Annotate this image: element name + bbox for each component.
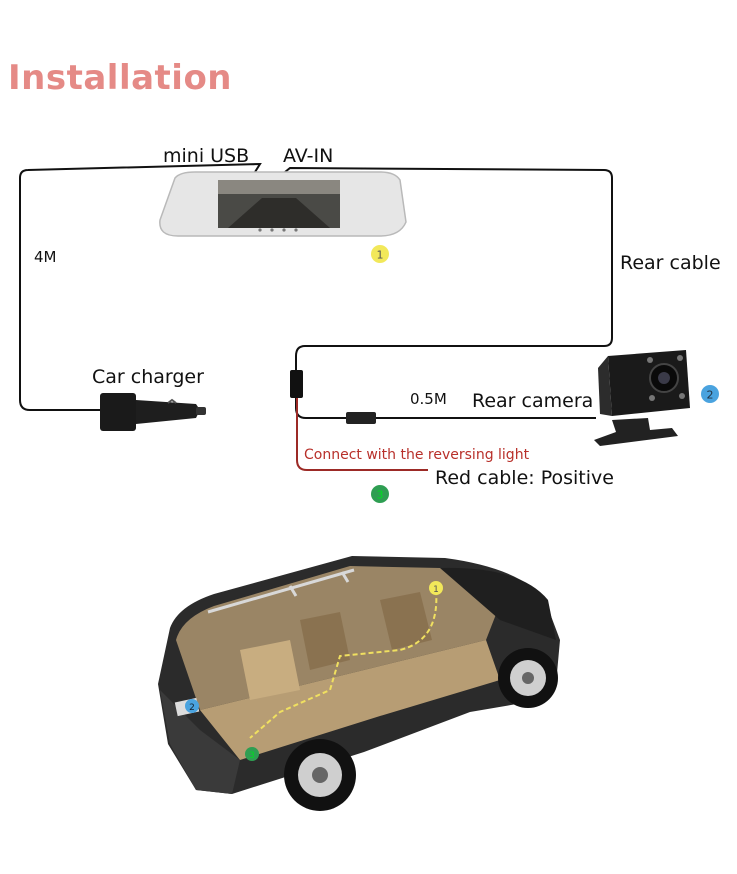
badge-1: 1 (371, 245, 389, 263)
car-charger-label: Car charger (92, 366, 204, 388)
av-in-label: AV-IN (283, 145, 333, 167)
reversing-light-label: Connect with the reversing light (304, 447, 529, 463)
mini-usb-label: mini USB (163, 145, 249, 167)
car-cutaway-icon: 1 2 3 (158, 556, 560, 811)
rearview-mirror-icon (160, 172, 406, 236)
half-m-label: 0.5M (410, 390, 447, 408)
car-charger-icon (100, 393, 206, 431)
badge-2: 2 (701, 385, 719, 403)
inline-connector (290, 370, 303, 398)
badge-3: 3 (371, 485, 389, 503)
cable-rear-lower (296, 396, 346, 418)
svg-text:2: 2 (707, 389, 714, 402)
svg-text:3: 3 (249, 751, 255, 761)
camera-connector (346, 412, 376, 424)
rear-cable-label: Rear cable (620, 252, 721, 274)
four-m-label: 4M (34, 248, 57, 266)
svg-text:1: 1 (377, 249, 384, 262)
svg-text:3: 3 (377, 489, 384, 502)
svg-text:2: 2 (189, 703, 195, 713)
red-cable-label: Red cable: Positive (435, 467, 614, 489)
rear-camera-label: Rear camera (472, 390, 593, 412)
rear-camera-icon (594, 350, 690, 446)
svg-text:1: 1 (433, 585, 439, 595)
